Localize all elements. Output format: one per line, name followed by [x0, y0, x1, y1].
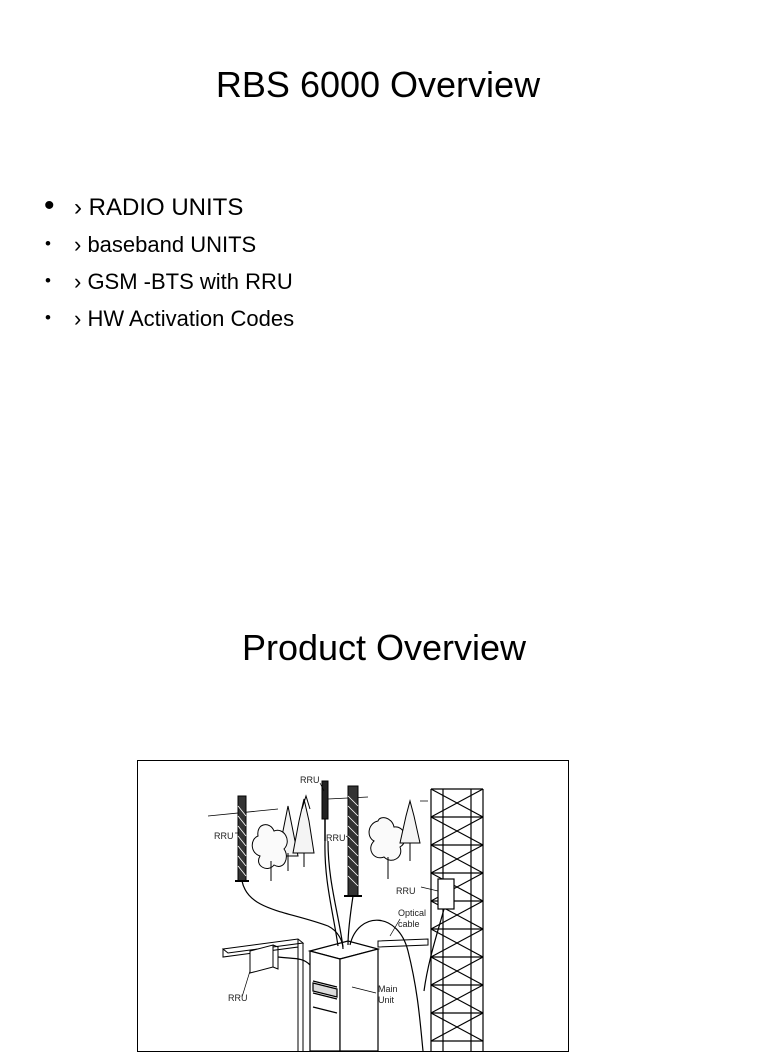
bullet-item-baseband-units: • › baseband UNITS [40, 234, 294, 271]
cables [241, 840, 445, 1051]
bullet-text: › RADIO UNITS [74, 194, 244, 221]
rru-pole-top [321, 780, 329, 841]
label-rru-wall: RRU [228, 993, 248, 1003]
slide-product-overview: Product Overview [0, 512, 768, 1052]
main-unit-cabinet [307, 940, 381, 1051]
slide-title: Product Overview [241, 627, 527, 668]
rru-mast-middle [344, 785, 362, 897]
bullet-text: › GSM -BTS with RRU [74, 269, 293, 294]
lattice-tower [430, 788, 484, 1051]
bullet-text: › baseband UNITS [74, 232, 257, 257]
label-leaders [235, 782, 439, 998]
label-rru-top: RRU [300, 775, 320, 785]
slide-title: RBS 6000 Overview [215, 64, 541, 105]
rbs-site-diagram: RRU RRU RRU RRU Optical cable Main Unit … [137, 760, 569, 1052]
bullet-item-gsm-bts: • › GSM -BTS with RRU [40, 271, 294, 308]
label-rru-left: RRU [214, 831, 234, 841]
slide-rbs-overview: RBS 6000 Overview • › RADIO UNITS • › ba… [0, 0, 768, 512]
label-rru-middle: RRU [326, 833, 346, 843]
label-optical-cable-line1: Optical [398, 908, 426, 918]
label-main-unit-line2: Unit [378, 995, 395, 1005]
bullet-marker: • [45, 271, 51, 290]
rru-mast-left [235, 795, 249, 882]
bullet-item-radio-units: • › RADIO UNITS [40, 191, 294, 234]
label-main-unit-line1: Main [378, 984, 398, 994]
bullet-list: • › RADIO UNITS • › baseband UNITS • › G… [40, 191, 294, 345]
bullet-text: › HW Activation Codes [74, 306, 295, 331]
bullet-marker: • [45, 308, 51, 327]
trees-illustration [251, 794, 421, 881]
bullet-marker: • [44, 189, 55, 222]
bullet-marker: • [45, 234, 51, 253]
label-optical-cable-line2: cable [398, 919, 420, 929]
label-rru-tower: RRU [396, 886, 416, 896]
bullet-item-hw-activation-codes: • › HW Activation Codes [40, 308, 294, 345]
